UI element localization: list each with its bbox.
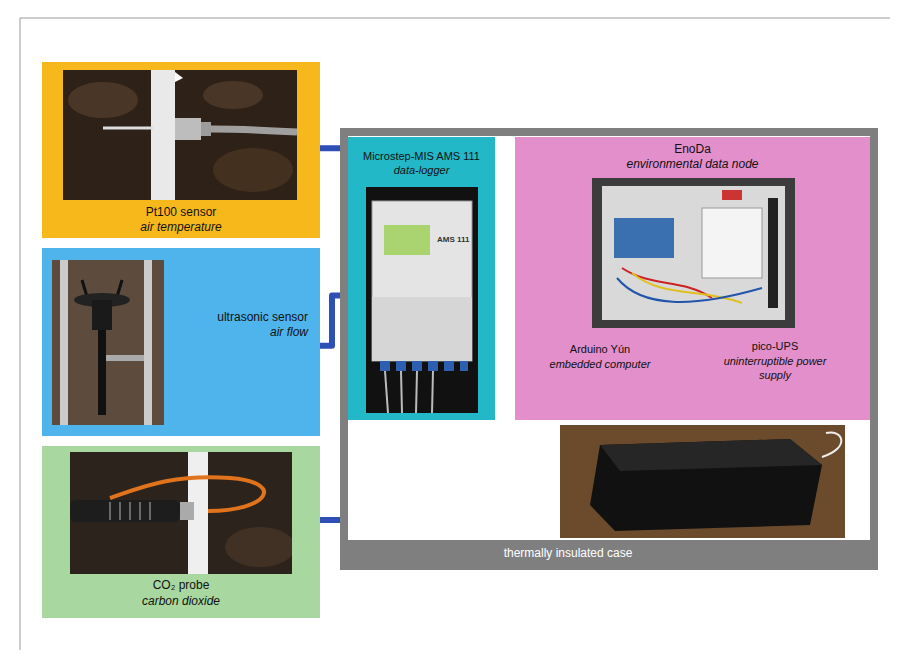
photo-detail bbox=[129, 502, 131, 520]
photo-detail bbox=[722, 190, 742, 200]
node-title: Microstep-MIS AMS 111 bbox=[348, 149, 495, 163]
sensor-box: Pt100 sensorair temperature bbox=[42, 62, 320, 238]
node-subtitle: environmental data node bbox=[515, 157, 870, 172]
photo-detail bbox=[592, 178, 795, 328]
sensor-photo bbox=[70, 452, 292, 574]
photo-detail bbox=[602, 186, 785, 320]
sensor-box: ultrasonic sensorair flow bbox=[42, 248, 320, 436]
photo-detail bbox=[560, 425, 845, 538]
photo-detail bbox=[144, 260, 152, 425]
photo-detail bbox=[225, 527, 292, 567]
photo-detail bbox=[444, 361, 454, 371]
photo-detail bbox=[139, 502, 141, 520]
photo-detail bbox=[92, 300, 112, 330]
photo-detail bbox=[372, 201, 472, 361]
photo-detail bbox=[60, 260, 68, 425]
photo-detail bbox=[412, 361, 422, 371]
photo-detail bbox=[119, 502, 121, 520]
photo-detail bbox=[380, 361, 468, 371]
photo-detail bbox=[590, 439, 822, 531]
photo-detail bbox=[460, 361, 468, 371]
sensor-box: CO₂ probecarbon dioxide bbox=[42, 446, 320, 618]
node-subtitle: air flow bbox=[167, 325, 308, 340]
node-title: CO₂ probe bbox=[42, 578, 320, 593]
photo-detail bbox=[203, 81, 263, 109]
insulated-case: thermally insulated case Microstep-MIS A… bbox=[340, 128, 878, 570]
node-subtitle: Arduino Yún bbox=[525, 342, 675, 356]
datalogger-box: Microstep-MIS AMS 111data-loggerAMS 111 bbox=[348, 137, 495, 420]
photo-detail bbox=[702, 208, 762, 278]
photo-detail bbox=[106, 355, 144, 361]
photo-detail bbox=[109, 502, 111, 520]
photo-detail bbox=[617, 278, 762, 302]
photo-detail bbox=[211, 129, 297, 132]
node-subtitle: embedded computer bbox=[525, 357, 675, 371]
photo-detail bbox=[366, 187, 478, 413]
photo-detail bbox=[110, 502, 150, 520]
photo-detail bbox=[68, 82, 138, 118]
photo-detail bbox=[768, 198, 778, 308]
photo-detail bbox=[110, 477, 264, 511]
photo-detail bbox=[401, 371, 402, 413]
photo-detail bbox=[70, 500, 180, 522]
photo-detail bbox=[384, 225, 430, 255]
device-label: AMS 111 bbox=[436, 235, 470, 245]
photo-detail bbox=[175, 72, 183, 82]
frame-line bbox=[20, 18, 890, 650]
node-title: EnoDa bbox=[515, 142, 870, 157]
photo-detail bbox=[428, 361, 438, 371]
photo-detail bbox=[63, 70, 297, 200]
photo-detail bbox=[151, 70, 175, 200]
node-subtitle: air temperature bbox=[42, 220, 320, 235]
node-title: thermally insulated case bbox=[448, 546, 688, 561]
photo-detail bbox=[432, 371, 433, 413]
photo-detail bbox=[98, 330, 106, 415]
node-subtitle: uninterruptible power supply bbox=[720, 354, 830, 382]
node-title: Pt100 sensor bbox=[42, 205, 320, 220]
sensor-photo bbox=[63, 70, 297, 200]
photo-detail bbox=[385, 371, 433, 413]
photo-detail bbox=[396, 361, 406, 371]
photo-detail bbox=[385, 371, 388, 413]
photo-detail bbox=[822, 432, 841, 457]
node-subtitle: data-logger bbox=[348, 163, 495, 177]
photo-detail bbox=[372, 297, 472, 361]
photo-detail bbox=[103, 127, 153, 130]
photo-detail bbox=[416, 371, 417, 413]
photo-detail bbox=[149, 502, 151, 520]
case-photo bbox=[560, 425, 845, 538]
photo-detail bbox=[52, 260, 164, 425]
photo-detail bbox=[201, 122, 211, 136]
node-subtitle: pico-UPS bbox=[705, 339, 845, 353]
node-title: ultrasonic sensor bbox=[167, 310, 308, 325]
data-node-box: EnoDaenvironmental data nodeArduino Yúne… bbox=[515, 137, 870, 420]
photo-detail bbox=[213, 148, 293, 192]
datalogger-photo bbox=[366, 187, 478, 413]
photo-detail bbox=[180, 502, 194, 520]
sensor-photo bbox=[52, 260, 164, 425]
photo-detail bbox=[380, 361, 390, 371]
node-subtitle: carbon dioxide bbox=[42, 594, 320, 609]
photo-detail bbox=[600, 439, 822, 471]
photo-detail bbox=[175, 118, 201, 140]
photo-detail bbox=[614, 218, 674, 258]
enoda-photo bbox=[592, 178, 795, 328]
